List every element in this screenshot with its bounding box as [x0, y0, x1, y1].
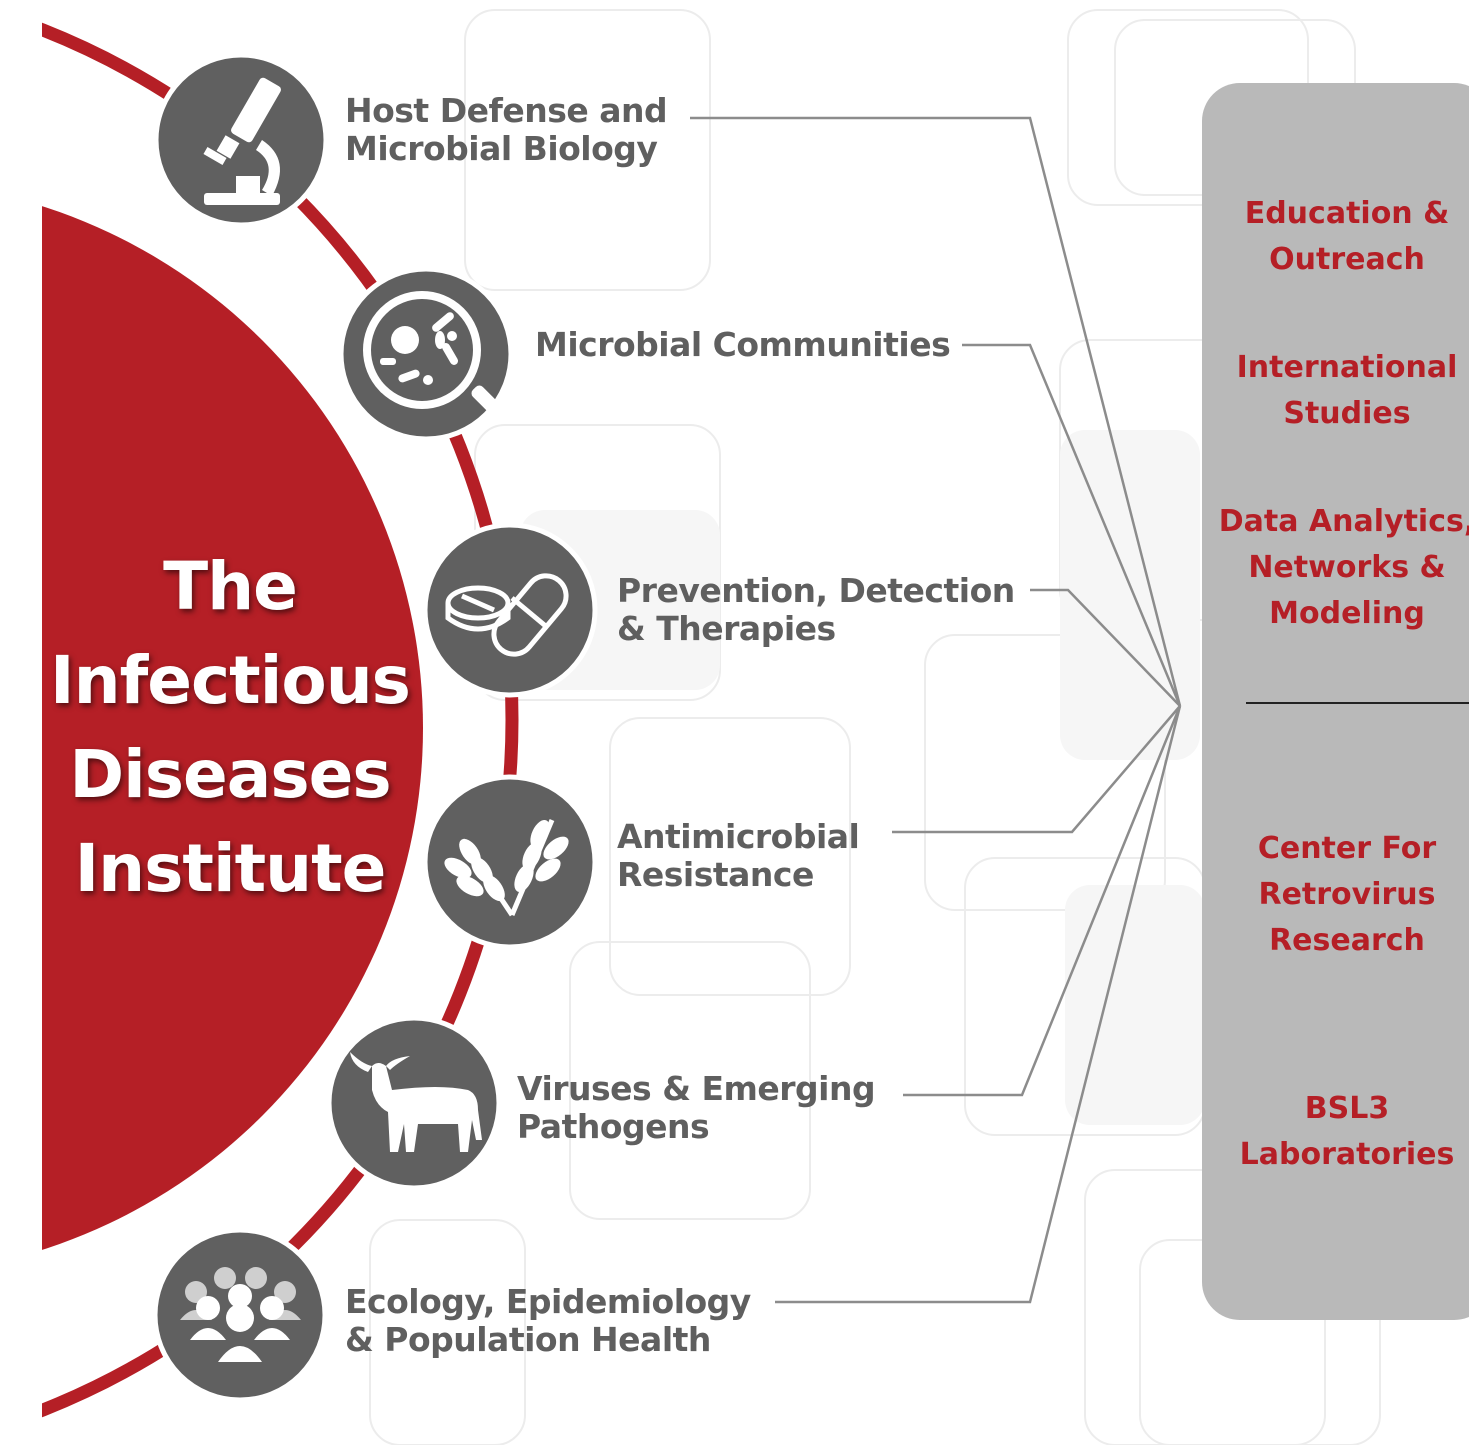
connector-line: [892, 705, 1181, 834]
facility-line: Retrovirus: [1258, 877, 1436, 912]
institute-title: The Infectious Diseases Institute: [40, 540, 420, 916]
area-label-line: & Population Health: [345, 1320, 711, 1359]
program-data-analytics: Data Analytics, Networks & Modeling: [1210, 499, 1469, 637]
pill-capsule-icon: [422, 522, 598, 698]
area-label-line: Antimicrobial: [617, 817, 860, 856]
facility-line: Center For: [1257, 831, 1437, 866]
program-line: International: [1236, 350, 1458, 385]
area-label-host-defense: Host Defense and Microbial Biology: [345, 91, 668, 168]
title-line: Infectious: [50, 642, 411, 719]
area-label-antimicrobial: Antimicrobial Resistance: [617, 817, 860, 894]
program-education-outreach: Education & Outreach: [1210, 191, 1469, 283]
area-label-ecology: Ecology, Epidemiology & Population Healt…: [345, 1283, 751, 1359]
area-label-viruses: Viruses & Emerging Pathogens: [517, 1069, 876, 1146]
title-line: Institute: [74, 830, 387, 907]
connector-line: [962, 343, 1182, 707]
program-line: Networks &: [1248, 550, 1446, 585]
facility-line: Laboratories: [1239, 1137, 1455, 1172]
connector-line: [775, 705, 1182, 1304]
background-tint: [520, 430, 1205, 1125]
connector-line: [1030, 588, 1181, 707]
area-label-microbial-communities: Microbial Communities: [535, 325, 951, 364]
program-line: Education &: [1244, 196, 1450, 231]
cattle-icon: [326, 1015, 502, 1191]
programs-panel: [1202, 83, 1469, 1320]
area-label-line: Resistance: [617, 855, 814, 894]
program-line: Studies: [1283, 396, 1411, 431]
facility-line: BSL3: [1304, 1091, 1390, 1126]
area-label-line: Host Defense and: [345, 91, 668, 130]
program-international-studies: International Studies: [1210, 345, 1469, 437]
people-group-icon: [152, 1227, 328, 1403]
panel-divider: [1246, 702, 1469, 704]
area-label-prevention: Prevention, Detection & Therapies: [617, 572, 1015, 648]
connector-lines: [690, 116, 1182, 1304]
institute-disc: [0, 194, 423, 1262]
facility-retrovirus-center: Center For Retrovirus Research: [1210, 826, 1469, 964]
microscope-icon: [153, 52, 329, 228]
title-line: The: [163, 548, 298, 625]
area-label-line: Pathogens: [517, 1107, 710, 1146]
facility-bsl3-laboratories: BSL3 Laboratories: [1210, 1086, 1469, 1178]
area-label-line: Microbial Biology: [345, 129, 658, 168]
area-label-line: Ecology, Epidemiology: [345, 1282, 751, 1321]
area-label-line: Prevention, Detection: [617, 571, 1015, 610]
wheat-icon: [422, 774, 598, 950]
connector-line: [903, 705, 1182, 1097]
facility-line: Research: [1269, 923, 1425, 958]
orbit-ring: [0, 7, 519, 1433]
area-label-line: Viruses & Emerging: [517, 1069, 876, 1108]
program-line: Modeling: [1269, 596, 1425, 631]
program-line: Data Analytics,: [1218, 504, 1469, 539]
program-line: Outreach: [1269, 242, 1425, 277]
title-line: Diseases: [69, 736, 391, 813]
area-label-line: & Therapies: [617, 609, 836, 648]
microbes-magnifier-icon: [338, 266, 514, 442]
area-label-line: Microbial Communities: [535, 325, 951, 364]
connector-line: [690, 116, 1182, 707]
